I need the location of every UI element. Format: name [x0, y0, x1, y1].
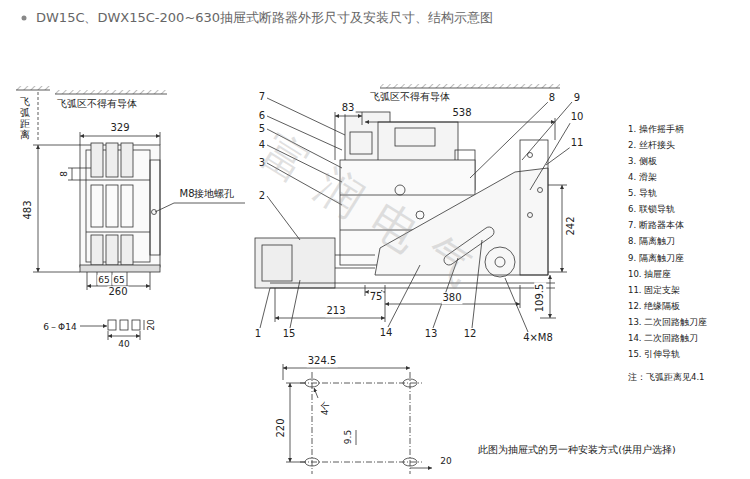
- callout-number: 12: [463, 328, 478, 340]
- dimension-label: 20: [439, 456, 452, 466]
- dimension-label: 483: [22, 199, 34, 220]
- dimension-label: 324.5: [307, 355, 338, 367]
- parts-list-item: 10. 抽屉座: [627, 270, 672, 280]
- callout-number: 10: [570, 111, 585, 123]
- parts-list-item: 6. 联锁导轨: [627, 205, 676, 215]
- dimension-label: 65: [112, 275, 125, 285]
- dimension-label: 9.5: [343, 429, 353, 445]
- parts-list-item: 15. 引伸导轨: [627, 350, 681, 360]
- dimension-label: 8: [59, 170, 69, 178]
- parts-list-item: 5. 导轨: [627, 189, 658, 199]
- dimension-label: 109.5: [534, 283, 546, 314]
- dimension-label: 65: [97, 275, 110, 285]
- dimension-label: M8接地螺孔: [179, 188, 236, 200]
- parts-list-item: 13. 二次回路触刀座: [627, 318, 708, 328]
- dimension-label: 538: [451, 107, 472, 119]
- parts-list-item: 4. 滑架: [627, 173, 658, 183]
- parts-list-item: 14. 二次回路触刀: [627, 334, 699, 344]
- callout-number: 75: [369, 291, 384, 303]
- title-bullet: [22, 16, 27, 21]
- dimension-label: 飞弧距离: [19, 96, 31, 140]
- callout-number: 2: [258, 190, 266, 202]
- dimension-label: 242: [565, 215, 577, 236]
- drawing-caption: 此图为抽屉式的另一种安装方式(供用户选择): [477, 445, 676, 456]
- callout-number: 5: [258, 123, 266, 135]
- dimension-label: 飞弧区不得有导体: [369, 91, 451, 103]
- callout-number: 1: [254, 328, 262, 340]
- parts-list-item: 8. 隔离触刀: [627, 238, 676, 248]
- callout-number: 7: [258, 91, 266, 103]
- parts-list-item: 2. 丝杆接头: [627, 141, 676, 151]
- callout-number: 13: [424, 328, 439, 340]
- callout-number: 6: [258, 110, 266, 122]
- dimension-label: 220: [275, 417, 287, 438]
- dimension-label: 4个: [320, 400, 330, 417]
- dimension-label: 飞弧区不得有导体: [56, 98, 138, 110]
- callout-number: 14: [379, 327, 394, 339]
- parts-list-item: 12. 绝缘隔板: [627, 302, 681, 312]
- diagram-title: DW15C、DWX15C-200~630抽屉式断路器外形尺寸及安装尺寸、结构示意…: [35, 11, 494, 26]
- parts-list-item: 1. 操作摇手柄: [627, 125, 685, 135]
- dimension-label: 213: [325, 305, 346, 317]
- dimension-label: 329: [109, 122, 130, 134]
- parts-list-item: 11. 固定支架: [627, 286, 681, 296]
- parts-list-item: 3. 侧板: [627, 157, 658, 167]
- parts-list-item: 9. 隔离触刀座: [627, 254, 685, 264]
- callout-number: 9: [573, 92, 581, 104]
- dimension-label: 260: [107, 286, 128, 298]
- parts-list-item: 7. 断路器本体: [627, 222, 685, 232]
- dimension-label: 20: [146, 318, 156, 331]
- note-text: 注：飞弧距离见4.1: [627, 373, 706, 383]
- callout-number: 8: [548, 92, 556, 104]
- dimension-label: 6－Φ14: [42, 322, 77, 332]
- dimension-label: 4×M8: [522, 332, 554, 344]
- callout-number: 11: [570, 137, 585, 149]
- callout-number: 83: [341, 102, 356, 114]
- callout-number: 15: [282, 328, 297, 340]
- dimension-label: 40: [117, 339, 130, 349]
